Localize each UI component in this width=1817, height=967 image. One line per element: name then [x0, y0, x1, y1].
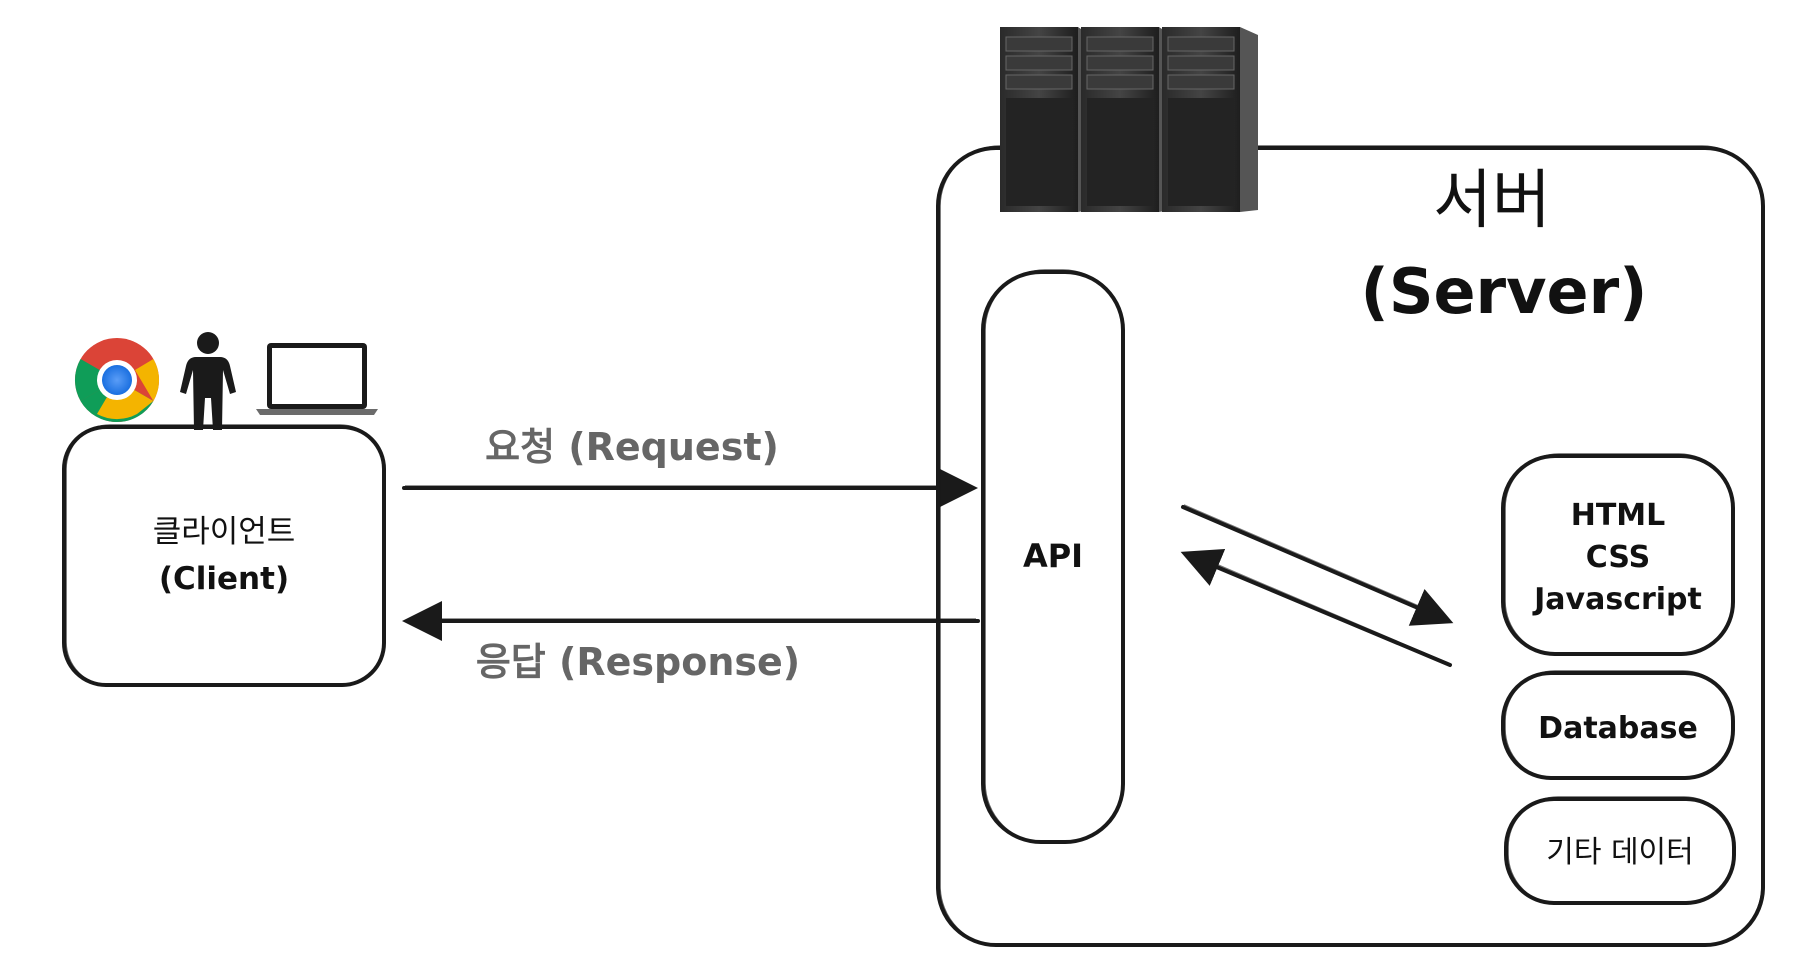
web-resource-html: HTML: [1571, 498, 1666, 533]
client-label-ko: 클라이언트: [153, 514, 296, 550]
response-label: 응답 (Response): [476, 640, 800, 684]
resources-to-api-arrow: [1180, 548, 1452, 667]
client-label-en: (Client): [159, 561, 289, 597]
server-box: [936, 146, 1765, 947]
other-data-box-sketch-line: [1507, 796, 1735, 905]
database-label: Database: [1538, 711, 1698, 746]
client-box-sketch-line: [65, 424, 385, 687]
web-resources-box-sketch-line: [1504, 453, 1734, 656]
server-towers-icon: [1000, 27, 1258, 212]
client-box: [62, 425, 386, 687]
laptop-icon: [256, 343, 378, 415]
response-arrow: [402, 601, 980, 641]
api-to-resources-arrow: [1181, 504, 1454, 626]
web-resource-javascript: Javascript: [1532, 582, 1702, 617]
server-box-sketch-line: [939, 145, 1763, 947]
web-resource-css: CSS: [1586, 540, 1650, 575]
request-arrow: [402, 468, 978, 508]
database-box-sketch-line: [1504, 670, 1734, 780]
api-label: API: [1023, 537, 1083, 575]
chrome-browser-icon: [74, 338, 160, 423]
server-title-en: (Server): [1361, 255, 1648, 328]
client-group: 클라이언트 (Client): [62, 332, 386, 687]
request-label: 요청 (Request): [485, 425, 779, 469]
api-box-sketch-line: [984, 269, 1124, 844]
person-icon: [180, 332, 236, 430]
other-data-label: 기타 데이터: [1546, 835, 1694, 870]
server-title-ko: 서버: [1433, 164, 1551, 238]
server-group: 서버 (Server) API HTML CSS Javascript Data…: [936, 27, 1765, 947]
